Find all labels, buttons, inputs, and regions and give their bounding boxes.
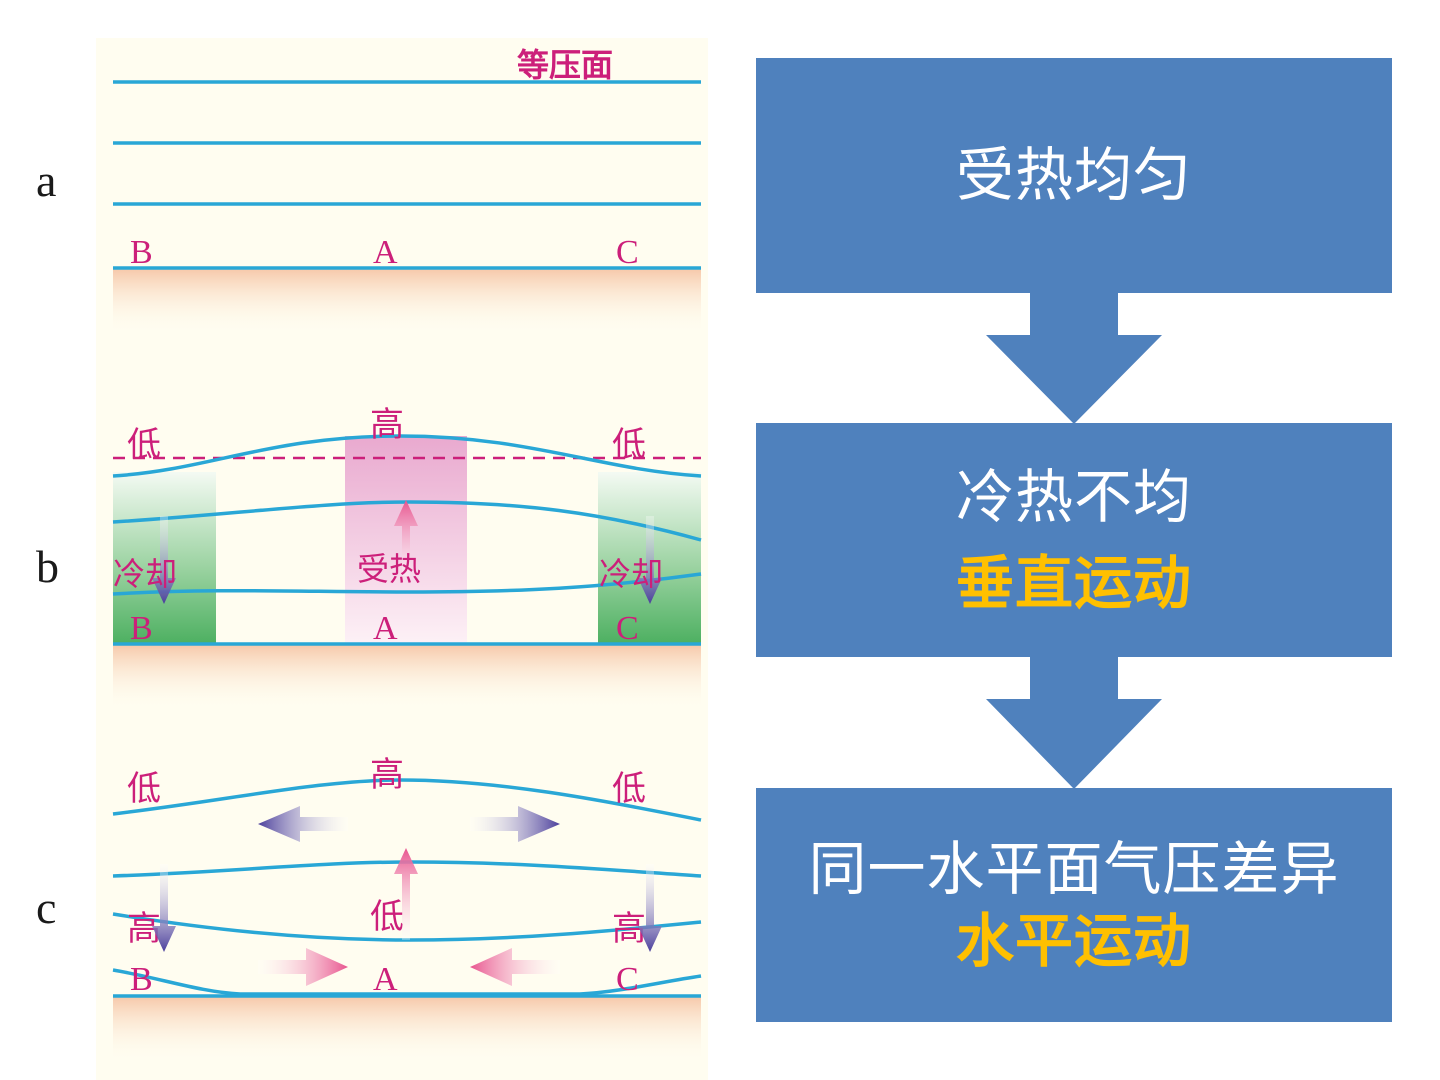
flow-step-text: 受热均匀 [955,141,1192,210]
cold-sink-arrow-left [152,516,176,604]
isobar-line [112,434,702,478]
point-b-label: B [130,610,153,647]
upper-outflow-arrow-left [258,806,348,842]
low-pressure-label-left: 低 [127,425,161,465]
flow-step-accent-text: 垂直运动 [955,549,1192,617]
row-a-label: a [36,155,57,206]
flow-down-arrow [986,293,1162,424]
point-c-label: C [616,234,639,271]
isobar-line [112,500,702,542]
ground-c [113,996,701,1062]
flow-step-text: 同一水平面气压差异 [808,834,1340,903]
isobar-line [112,572,702,596]
low-pressure-top-left-label: 低 [127,769,161,809]
flow-step-pressure-difference: 同一水平面气压差异 水平运动 [756,788,1392,1022]
flow-step-uniform-heating: 受热均匀 [756,58,1392,293]
cold-sink-arrow-right [638,864,662,952]
row-c-label: c [36,882,57,933]
row-b-isobars [112,434,702,646]
row-a-isobars [113,80,701,270]
flow-down-arrow [986,657,1162,789]
low-pressure-center-label: 低 [370,897,404,937]
ground-line [112,968,702,996]
point-b-label: B [130,961,153,998]
point-c-label: C [616,610,639,647]
row-b-label: b [36,541,59,592]
surface-inflow-arrow-right [258,948,348,986]
low-pressure-label-right: 低 [612,425,646,465]
point-a-label: A [373,961,398,998]
warm-rise-arrow [394,500,418,576]
point-a-label: A [373,234,398,271]
ground-b [113,644,701,710]
isobar-line [112,778,702,822]
cooled-label-left: 冷却 [113,555,177,593]
cold-sink-arrow-right [638,516,662,604]
cold-sink-arrow-left [152,864,176,952]
warm-rise-arrow [394,848,418,940]
isobaric-surface-label: 等压面 [517,46,613,84]
high-pressure-label: 高 [370,405,404,445]
point-a-label: A [373,610,398,647]
surface-inflow-arrow-left [470,948,560,986]
upper-outflow-arrow-right [470,806,560,842]
flow-step-text: 冷热不均 [955,462,1192,531]
point-b-label: B [130,234,153,271]
heated-label: 受热 [357,550,421,588]
low-pressure-top-right-label: 低 [612,769,646,809]
high-pressure-top-label: 高 [370,755,404,795]
cooled-label-right: 冷却 [599,555,663,593]
flow-step-uneven-heating: 冷热不均 垂直运动 [756,423,1392,657]
flow-step-accent-text: 水平运动 [955,907,1192,975]
point-c-label: C [616,961,639,998]
ground-a [113,268,701,334]
